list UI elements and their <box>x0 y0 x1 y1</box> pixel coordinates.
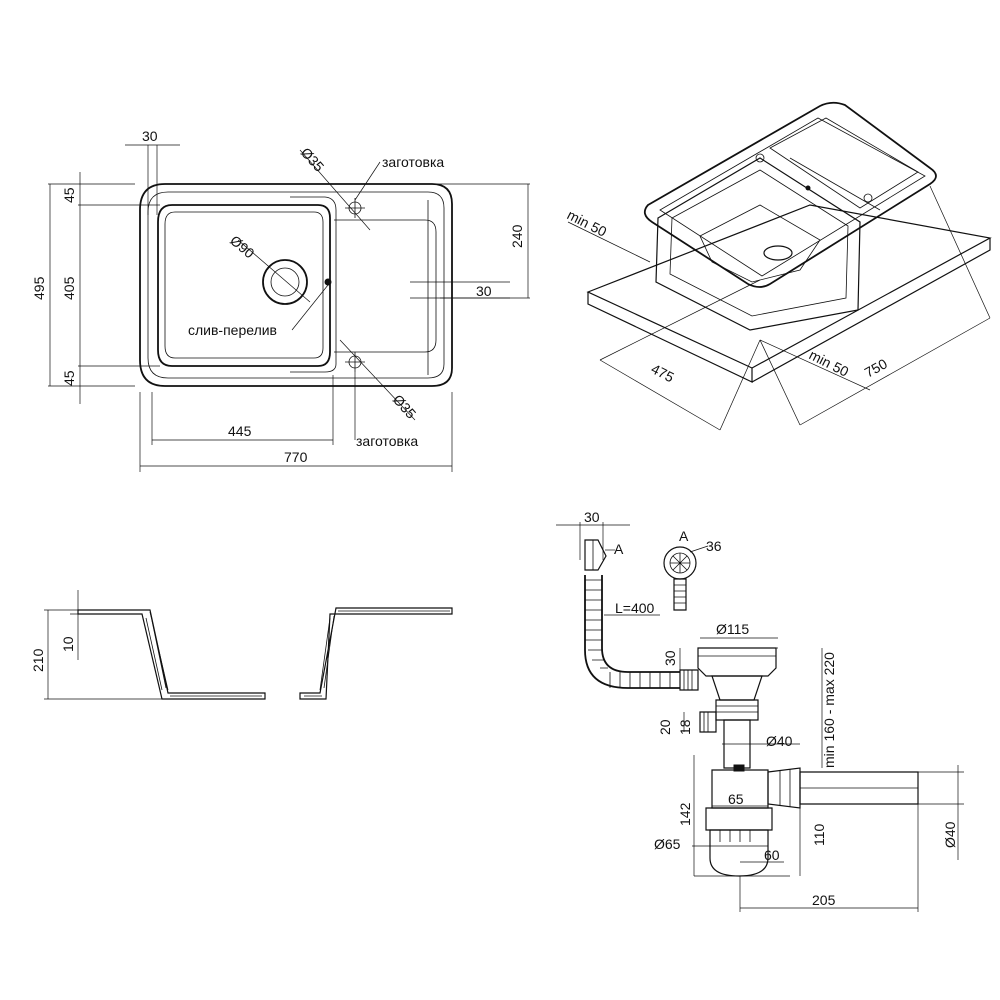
sink-outline <box>139 183 453 387</box>
siphon-dim-110: 110 <box>811 823 827 846</box>
section-dim-210: 210 <box>30 648 46 672</box>
drain-inner <box>270 267 300 297</box>
dim-45-bottom: 45 <box>61 370 77 386</box>
siphon-dim-height: 30 <box>662 650 678 666</box>
corrugated-hose <box>584 575 680 689</box>
label-hole-top: Ø35 <box>298 144 328 175</box>
label-overflow: слив-перелив <box>188 322 277 338</box>
drain-flange <box>697 647 777 677</box>
siphon-dim-flange: Ø115 <box>716 621 749 637</box>
siphon-dim-18: 18 <box>677 719 693 735</box>
label-hole-bottom: Ø35 <box>390 391 420 422</box>
siphon-dim-60: 60 <box>764 847 780 863</box>
label-drain-diameter: Ø90 <box>227 232 258 261</box>
siphon-hose-length: L=400 <box>615 600 655 616</box>
siphon-dim-142: 142 <box>677 802 693 826</box>
siphon-dim-30: 30 <box>584 509 600 525</box>
siphon-dim-outlet: Ø40 <box>942 821 958 848</box>
bowl-outline <box>157 204 331 367</box>
bowl-inner <box>164 211 324 359</box>
dim-30-left: 30 <box>142 128 158 144</box>
detail-size: 36 <box>706 538 722 554</box>
detail-a-label: A <box>679 528 689 544</box>
siphon-view: A 36 30 A L=400 <box>556 509 964 912</box>
siphon-dim-trap-diameter: Ø65 <box>654 836 681 852</box>
dim-30-right: 30 <box>476 283 492 299</box>
top-view: 770 445 495 405 45 45 30 240 30 Ø90 <box>31 128 530 472</box>
iso-drain <box>763 245 793 261</box>
drain-outer <box>262 259 308 305</box>
iso-dim-475: 475 <box>649 360 677 385</box>
overflow-hole <box>324 278 332 286</box>
iso-dim-min-left: min 50 <box>565 206 610 239</box>
dim-405: 405 <box>61 276 77 300</box>
iso-bowl <box>655 157 861 331</box>
section-profile <box>77 609 266 700</box>
dim-45-top: 45 <box>61 187 77 203</box>
section-dim-10: 10 <box>60 636 76 652</box>
iso-sink-rim <box>643 101 937 288</box>
iso-view: min 50 475 min 50 750 <box>565 101 992 431</box>
label-blank-bottom: заготовка <box>356 433 418 449</box>
sink-inner-rim <box>147 191 445 379</box>
overflow-connector <box>584 539 607 571</box>
countertop-top <box>586 204 992 369</box>
detail-a-ref: A <box>614 541 624 557</box>
dim-495: 495 <box>31 276 47 300</box>
dim-240: 240 <box>509 224 525 248</box>
iso-dim-min-right: min 50 <box>807 346 852 379</box>
siphon-dim-range: min 160 - max 220 <box>821 652 837 768</box>
label-blank-top: заготовка <box>382 154 444 170</box>
siphon-dim-20: 20 <box>657 719 673 735</box>
dim-445: 445 <box>228 423 252 439</box>
siphon-dim-65: 65 <box>728 791 744 807</box>
siphon-dim-pipe: Ø40 <box>766 733 793 749</box>
drainer-outline <box>290 196 337 373</box>
dim-770: 770 <box>284 449 308 465</box>
drainer-field <box>334 219 437 353</box>
siphon-dim-205: 205 <box>812 892 836 908</box>
section-view: 210 10 <box>30 590 453 700</box>
countertop-front <box>587 292 753 383</box>
